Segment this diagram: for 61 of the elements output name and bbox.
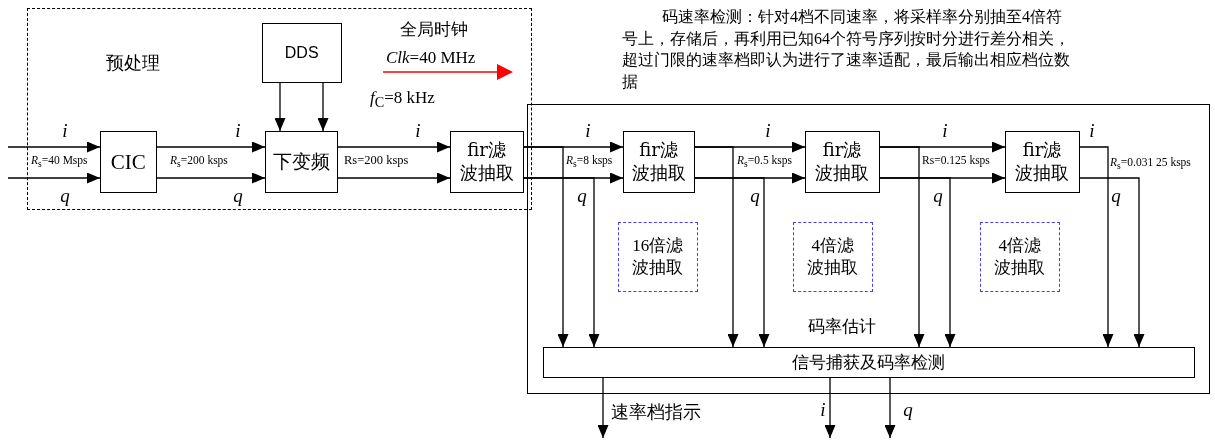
edge-label: i [62, 120, 68, 142]
rate-label: R$_{s}$=0.5 ksps [737, 154, 792, 170]
arrow [7, 141, 101, 153]
arrow [1079, 177, 1145, 348]
edge-label: q [577, 185, 587, 207]
arrow [597, 377, 609, 439]
filter-box: fir滤波抽取 [449, 130, 524, 193]
arrow [156, 172, 266, 184]
note-text: 码速率检测：针对4档不同速率，将采样率分别抽至4倍符号上，存储后，再利用已知64个符号序列按时分进行差分相关，超过门限的速率档即认为进行了速率适配，最后输出相应档位数据 [622, 7, 1070, 92]
rate-label: R$_{s}$=200 ksps [170, 154, 228, 170]
arrow [523, 146, 569, 348]
arrow [337, 172, 451, 184]
rate-label: Rs=200 ksps [344, 153, 409, 168]
edge-label: q [60, 185, 70, 207]
arrow [1079, 146, 1114, 348]
edge-label: 速率档指示 [611, 401, 701, 424]
carrier-frequency: f$_{C}$=8 kHz [370, 88, 435, 112]
edge-label: q [750, 185, 760, 207]
dashed-stage-box: 4倍滤波抽取 [792, 221, 873, 292]
process-box: DDS [261, 22, 342, 83]
edge-label: i [585, 120, 591, 142]
group-label: 预处理 [106, 52, 160, 75]
arrow [694, 146, 739, 348]
arrow [879, 177, 956, 348]
clock-frequency: Clk=40 MHz [386, 48, 476, 68]
edge-label: i [942, 120, 948, 142]
rate-label: Rs=0.125 ksps [922, 154, 990, 166]
edge-label: q [933, 185, 943, 207]
arrow [879, 146, 925, 348]
arrow [337, 141, 451, 153]
rate-label: R$_{s}$=8 ksps [566, 154, 613, 170]
arrow [317, 82, 329, 132]
filter-box: fir滤波抽取 [1004, 130, 1080, 193]
edge-label: q [233, 185, 243, 207]
clock-label: 全局时钟 [400, 19, 468, 41]
group-label: 码率估计 [808, 316, 876, 338]
arrow [824, 377, 836, 439]
module-box [527, 104, 1210, 394]
filter-box: fir滤波抽取 [622, 130, 695, 193]
arrow [884, 377, 896, 439]
edge-label: i [765, 120, 771, 142]
edge-label: q [1111, 185, 1121, 207]
dashed-stage-box: 16倍滤波抽取 [617, 221, 698, 292]
edge-label: i [235, 120, 241, 142]
rate-label: R$_{s}$=40 Msps [31, 154, 88, 170]
edge-label: q [903, 399, 913, 421]
dashed-group-box [27, 8, 532, 210]
edge-label: i [820, 399, 826, 421]
detection-bar: 信号捕获及码率检测 [542, 346, 1195, 378]
edge-label: i [415, 120, 421, 142]
arrow [694, 177, 770, 348]
dashed-stage-box: 4倍滤波抽取 [979, 221, 1060, 292]
process-box: 下变频 [264, 130, 338, 193]
arrow [156, 141, 266, 153]
arrow [523, 177, 600, 348]
arrow [7, 172, 101, 184]
rate-label: R$_{s}$=0.031 25 ksps [1110, 156, 1191, 172]
process-box: CIC [99, 130, 157, 193]
filter-box: fir滤波抽取 [804, 130, 880, 193]
arrow [274, 82, 286, 132]
edge-label: i [1089, 120, 1095, 142]
